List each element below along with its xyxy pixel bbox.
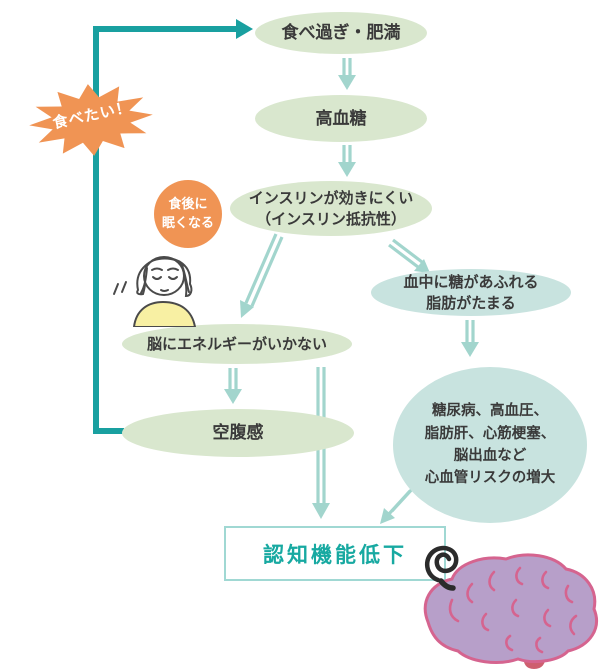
node-cardio-risks: 糖尿病、高血圧、 脂肪肝、心筋梗塞、 脳出血など 心血管リスクの増大 — [393, 367, 587, 523]
woman-shirt — [132, 300, 197, 327]
sleepy-woman-illustration — [113, 256, 197, 327]
node-hyperglycemia-label: 高血糖 — [315, 108, 367, 128]
node-risks-line2: 脂肪肝、心筋梗塞、 — [424, 425, 556, 442]
node-hunger-label: 空腹感 — [212, 423, 264, 443]
node-sugar-in-blood: 血中に糖があふれる 脂肪がたまる — [371, 269, 571, 316]
node-sugar-line2: 脂肪がたまる — [426, 294, 516, 312]
arrow-sugar-to-risks — [461, 320, 479, 357]
node-no-energy-to-brain: 脳にエネルギーがいかない — [122, 324, 352, 364]
woman-hair-side-left — [140, 267, 148, 294]
woman-eye-closed-left — [152, 276, 162, 280]
node-risks-line1: 糖尿病、高血圧、 — [432, 403, 548, 420]
arrow-brain-energy-to-hunger — [224, 368, 242, 404]
woman-mouth — [160, 289, 169, 292]
node-obesity: 食べ過ぎ・肥満 — [255, 12, 427, 54]
arrow-hunger-to-obesity-loop — [93, 19, 253, 434]
node-obesity-label: 食べ過ぎ・肥満 — [281, 23, 401, 43]
arrow-hyperglycemia-to-insulin — [338, 145, 356, 177]
node-sugar-line1: 血中に糖があふれる — [403, 273, 539, 291]
node-hyperglycemia: 高血糖 — [255, 95, 427, 142]
spiral-doodle-icon — [425, 545, 459, 591]
woman-brow-left — [151, 267, 163, 271]
node-insulin-resistance: インスリンが効きにくい （インスリン抵抗性） — [230, 181, 432, 236]
woman-brow-right — [167, 267, 179, 271]
node-insulin-line1: インスリンが効きにくい — [248, 189, 414, 207]
node-risks-line4: 心血管リスクの増大 — [424, 470, 556, 487]
drowsy-tick-marks — [113, 281, 127, 295]
woman-fringe — [145, 257, 184, 267]
arrow-risks-to-decline — [380, 485, 416, 524]
brain-outline — [423, 553, 598, 664]
woman-eye-closed-right — [168, 276, 178, 280]
arrow-insulin-to-brain-energy — [240, 233, 284, 318]
woman-hair-side-right — [182, 267, 190, 293]
node-hunger: 空腹感 — [122, 409, 354, 457]
cognitive-decline-label: 認知機能低下 — [263, 543, 407, 567]
sleepy-line2: 眠くなる — [161, 215, 214, 230]
brain-gyri — [448, 566, 578, 654]
node-no-energy-label: 脳にエネルギーがいかない — [146, 335, 327, 353]
sleepy-after-meal-bubble: 食後に 眠くなる — [154, 180, 222, 248]
arrow-obesity-to-hyperglycemia — [338, 58, 356, 90]
sleepy-line1: 食後に — [168, 196, 208, 212]
brain-illustration — [423, 553, 598, 670]
woman-face — [143, 256, 185, 296]
cognitive-decline-box: 認知機能低下 — [224, 526, 446, 581]
node-insulin-line2: （インスリン抵抗性） — [256, 210, 406, 228]
want-to-eat-burst — [29, 84, 153, 156]
node-risks-line3: 脳出血など — [453, 448, 527, 464]
arrow-insulin-to-sugar-blood — [388, 238, 430, 273]
